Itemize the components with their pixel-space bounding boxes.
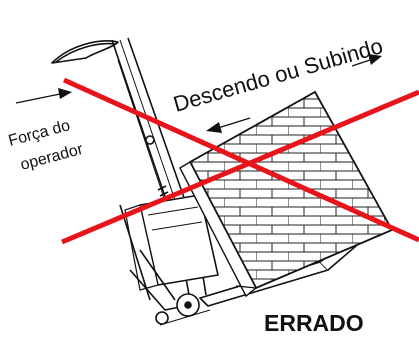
wheel-small [155, 311, 169, 325]
ascend-arrow-icon [351, 54, 382, 67]
hand-truck [51, 37, 357, 326]
descend-arrow-icon [206, 117, 251, 133]
arrows [15, 54, 382, 133]
operator-force-arrow-icon [15, 88, 72, 104]
operator-force-label-line2: operador [19, 141, 86, 174]
x-cross-icon [61, 77, 419, 245]
direction-label: Descendo ou Subindo [170, 33, 385, 117]
handle [51, 40, 119, 64]
verdict-label: ERRADO [264, 310, 364, 336]
